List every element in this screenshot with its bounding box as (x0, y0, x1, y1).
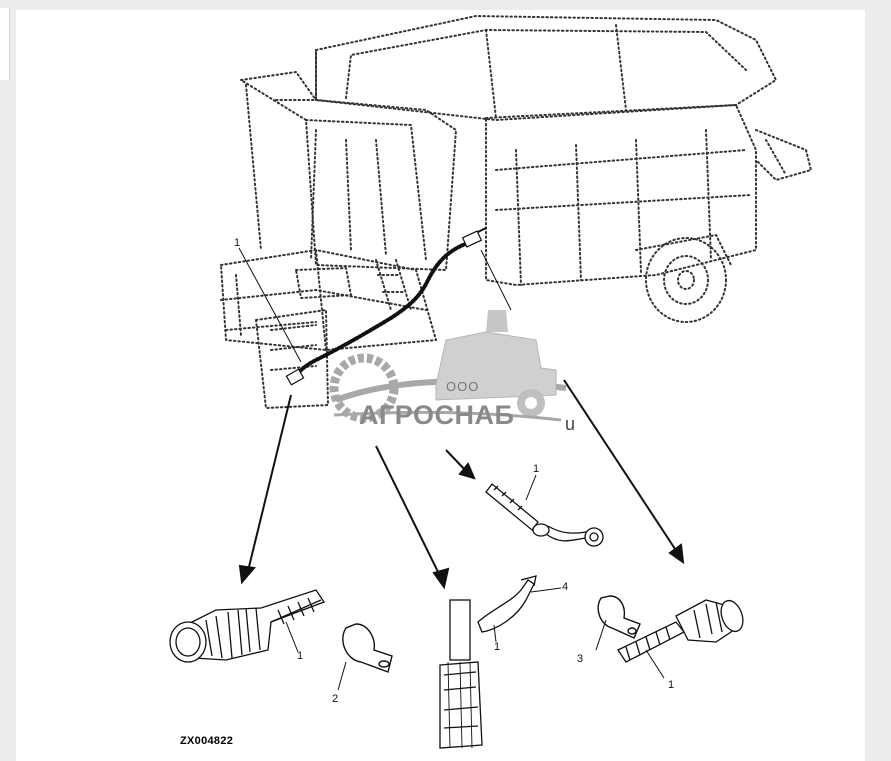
callout-1-ground-lead: 1 (533, 463, 540, 475)
leader-line-top (238, 247, 302, 363)
leader-line-ground (525, 474, 537, 501)
leader-line-strap-1 (493, 624, 497, 643)
leader-line-clamp-2 (337, 661, 347, 691)
part-harness-connector-vertical (439, 599, 483, 749)
part-harness-connector-large (169, 589, 325, 663)
harness-connector-lower (285, 368, 305, 386)
part-harness-connector-right (617, 599, 744, 663)
watermark-logo (329, 310, 567, 423)
callout-1-right-part: 1 (668, 679, 675, 691)
watermark-name: АГРОСНАБ (359, 400, 515, 430)
harness-connector-upper (461, 227, 487, 248)
watermark-ooo: ООО (446, 379, 480, 394)
callout-2: 2 (332, 693, 339, 705)
callout-3: 3 (577, 653, 584, 665)
detail-arrows (238, 379, 685, 590)
leader-line-left-part (285, 621, 299, 653)
callout-4: 4 (562, 581, 569, 593)
combine-harvester-drawing (169, 15, 812, 749)
harvester-outline (220, 15, 812, 409)
leader-line-strap-4 (530, 587, 562, 593)
harness-cable (292, 240, 473, 380)
figure-code: ZX004822 (180, 735, 234, 747)
watermark-tail: u (565, 414, 576, 434)
leader-line-right-part (645, 649, 665, 679)
side-panel-edge (0, 8, 10, 80)
callout-1-left-part: 1 (297, 650, 304, 662)
callout-1-top: 1 (234, 237, 241, 249)
part-tie-strap-4 (477, 575, 537, 633)
part-clamp-2 (342, 623, 393, 673)
diagram-sheet: 1 1 1 1 1 2 3 4 ООО АГРОСНАБ u ZX004822 (16, 10, 865, 761)
leader-line-connector (480, 249, 512, 311)
leader-line-clamp-3 (595, 619, 607, 651)
part-ground-lead (485, 483, 604, 547)
part-clamp-3 (597, 595, 641, 639)
callout-1-center-part: 1 (494, 641, 501, 653)
